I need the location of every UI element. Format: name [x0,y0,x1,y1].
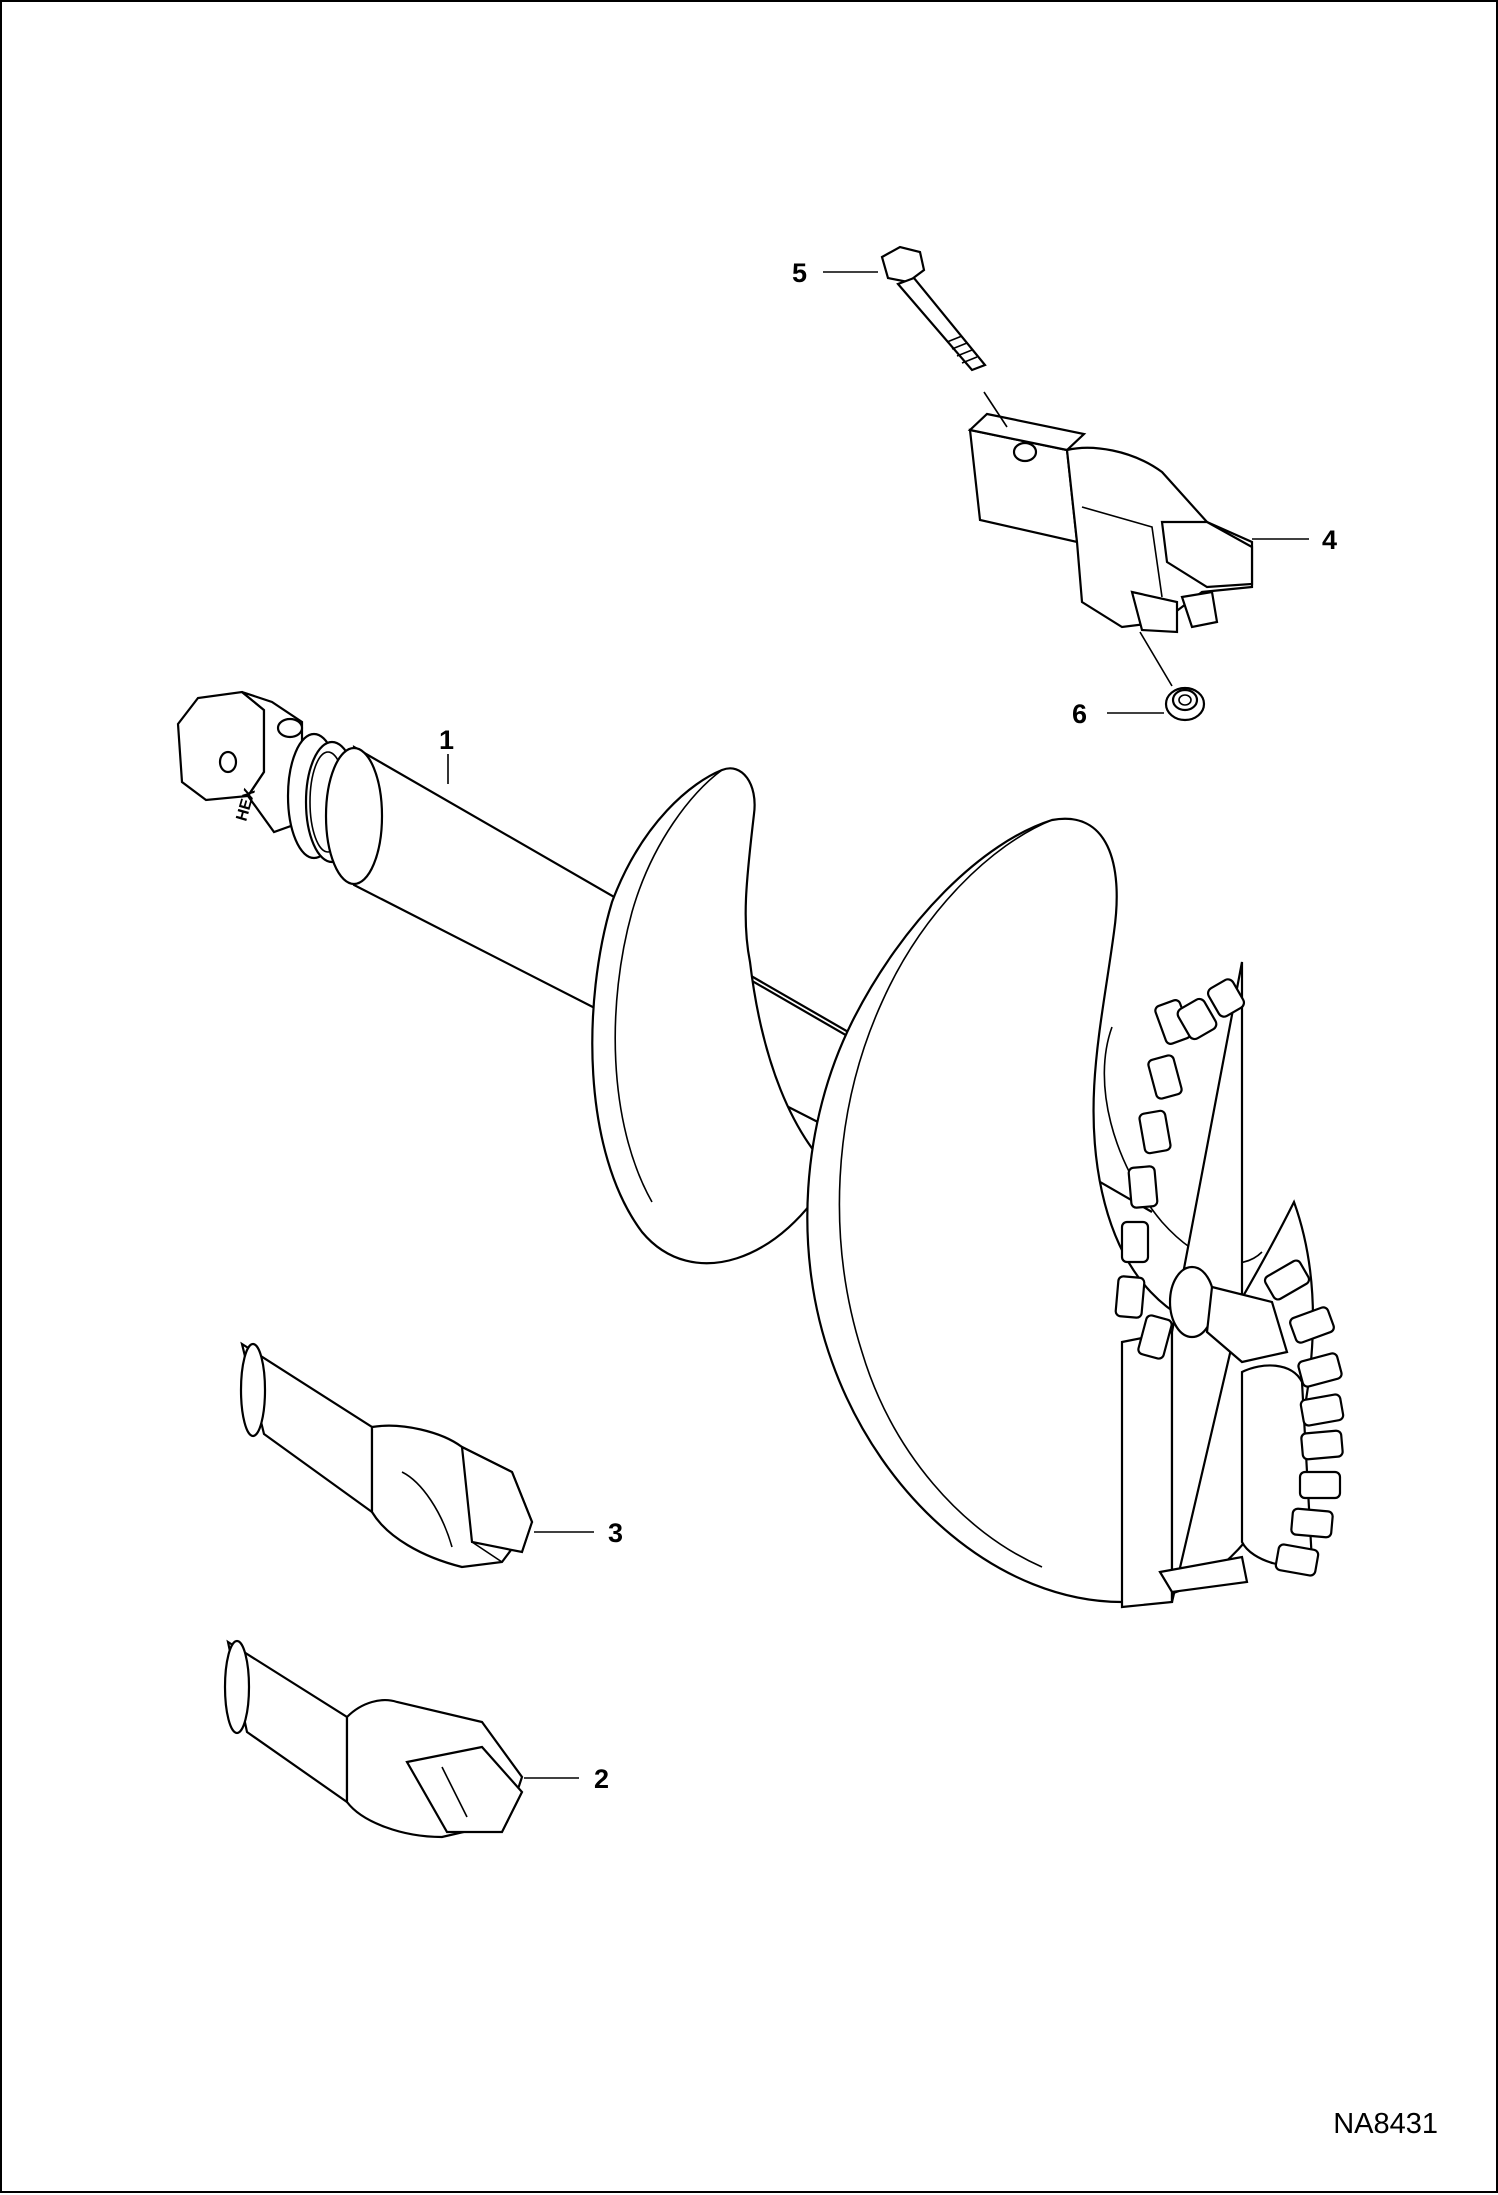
callout-3: 3 [608,1518,623,1548]
figure-reference-number: NA8431 [1333,2108,1438,2140]
auger-flight-rear [591,767,834,1265]
callout-5: 5 [792,258,807,288]
cutting-teeth-upper [1114,978,1246,1360]
hex-drive-head: HEX [176,690,304,834]
bit-to-nut-line [1139,631,1173,687]
pilot-bit-item-3 [239,1341,534,1569]
callout-2: 2 [594,1764,609,1794]
callout-6: 6 [1072,699,1087,729]
nut-item-6 [1164,686,1206,722]
bolt-item-5 [880,245,987,372]
bolt-to-bit-line [983,391,1008,428]
pilot-bracket [1120,1330,1174,1609]
auger-assembly: HEX [176,690,1345,1609]
pilot-bit-item-2 [223,1639,524,1839]
pilot-bit-item-4 [967,412,1254,634]
auger-pilot-bit [1168,1265,1289,1364]
callout-4: 4 [1322,525,1337,555]
callout-1: 1 [439,725,454,755]
cutting-teeth-lower [1158,1259,1345,1594]
